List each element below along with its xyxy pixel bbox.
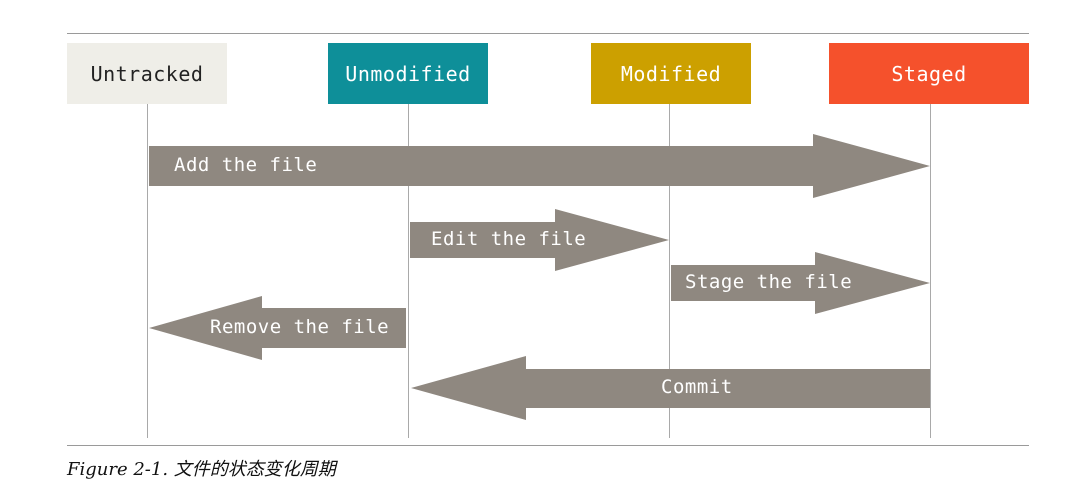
lifeline-untracked <box>147 104 148 438</box>
lifeline-modified <box>669 104 670 438</box>
label-commit: Commit <box>661 376 733 398</box>
label-stage-the-file: Stage the file <box>685 271 853 293</box>
top-rule <box>67 33 1029 34</box>
lifeline-staged <box>930 104 931 438</box>
figure-title: 文件的状态变化周期 <box>173 459 336 480</box>
state-untracked-label: Untracked <box>90 61 204 86</box>
state-unmodified: Unmodified <box>328 43 488 104</box>
arrow-commit <box>411 356 930 420</box>
state-modified: Modified <box>591 43 751 104</box>
state-modified-label: Modified <box>620 61 722 86</box>
state-staged: Staged <box>829 43 1029 104</box>
arrow-edit-the-file <box>410 209 669 271</box>
state-unmodified-label: Unmodified <box>345 61 471 86</box>
lifeline-unmodified <box>408 104 409 438</box>
figure-caption: Figure 2-1. 文件的状态变化周期 <box>67 455 336 481</box>
arrow-stage-the-file <box>671 252 930 314</box>
state-untracked: Untracked <box>67 43 227 104</box>
label-remove-the-file: Remove the file <box>210 316 390 338</box>
figure-number: Figure 2-1. <box>67 459 169 480</box>
arrow-remove-the-file <box>149 296 406 360</box>
label-edit-the-file: Edit the file <box>431 228 587 250</box>
state-staged-label: Staged <box>891 61 967 86</box>
arrow-add-the-file <box>149 134 930 198</box>
label-add-the-file: Add the file <box>174 154 318 176</box>
bottom-rule <box>67 445 1029 446</box>
